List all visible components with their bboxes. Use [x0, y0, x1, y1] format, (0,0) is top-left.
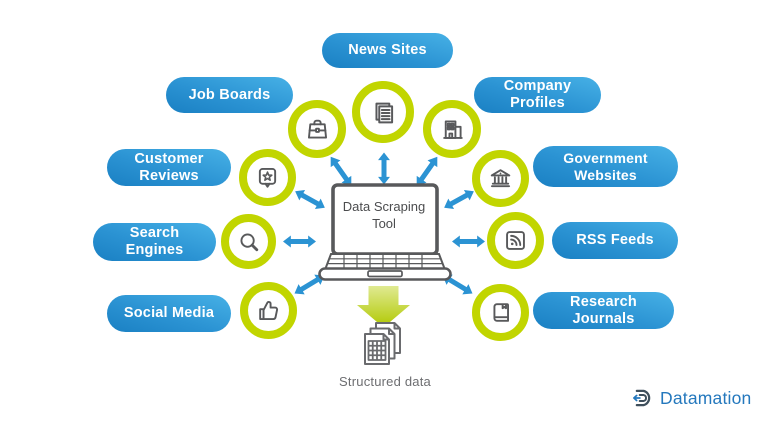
book-icon — [493, 303, 509, 322]
source-label: News Sites — [348, 42, 427, 59]
source-circle-government-websites — [472, 150, 529, 207]
structured-data-icon — [364, 322, 401, 365]
source-circle-job-boards — [288, 100, 346, 158]
source-circle-research-journals — [472, 284, 529, 341]
data-scraping-tool-label: Data Scraping Tool — [342, 199, 426, 231]
source-circle-customer-reviews — [239, 149, 296, 206]
thumbs-up-icon — [259, 301, 279, 321]
datamation-logo-icon — [633, 389, 651, 407]
source-pill-company-profiles: Company Profiles — [474, 77, 601, 113]
source-label: RSS Feeds — [576, 232, 654, 249]
source-pill-customer-reviews: Customer Reviews — [107, 149, 231, 186]
source-label: Social Media — [123, 305, 215, 322]
datamation-logo: Datamation — [632, 385, 752, 411]
structured-data-label: Structured data — [339, 374, 431, 389]
source-circle-news-sites — [352, 81, 414, 143]
connector-arrow-rss-feeds — [452, 235, 485, 247]
connector-arrow-search-engines — [283, 235, 316, 247]
source-circle-rss-feeds — [487, 212, 544, 269]
source-pill-search-engines: Search Engines — [93, 223, 216, 261]
source-circle-company-profiles — [423, 100, 481, 158]
briefcase-icon — [307, 119, 327, 139]
source-circle-search-engines — [221, 214, 276, 269]
source-label: Research Journals — [570, 293, 637, 327]
review-star-icon — [258, 167, 277, 188]
bank-icon — [490, 169, 511, 188]
source-pill-research-journals: Research Journals — [533, 292, 674, 329]
source-pill-job-boards: Job Boards — [166, 77, 293, 113]
source-label: Search Engines — [125, 225, 184, 258]
source-pill-rss-feeds: RSS Feeds — [552, 222, 678, 259]
source-label: Customer Reviews — [134, 150, 204, 184]
rss-icon — [506, 231, 525, 250]
connector-arrow-news-sites — [378, 152, 390, 184]
laptop-illustration — [318, 183, 452, 281]
source-label: Job Boards — [188, 86, 271, 103]
source-pill-government-websites: Government Websites — [533, 146, 678, 187]
output-arrow-icon — [357, 286, 410, 328]
office-building-icon — [442, 119, 463, 139]
source-pill-social-media: Social Media — [107, 295, 231, 332]
source-circle-social-media — [240, 282, 297, 339]
source-label: Government Websites — [563, 150, 648, 183]
newspaper-icon — [375, 102, 394, 124]
datamation-logo-text: Datamation — [660, 387, 752, 408]
source-pill-news-sites: News Sites — [322, 33, 453, 68]
magnifying-glass-icon — [239, 232, 258, 251]
source-label: Company Profiles — [503, 78, 572, 111]
